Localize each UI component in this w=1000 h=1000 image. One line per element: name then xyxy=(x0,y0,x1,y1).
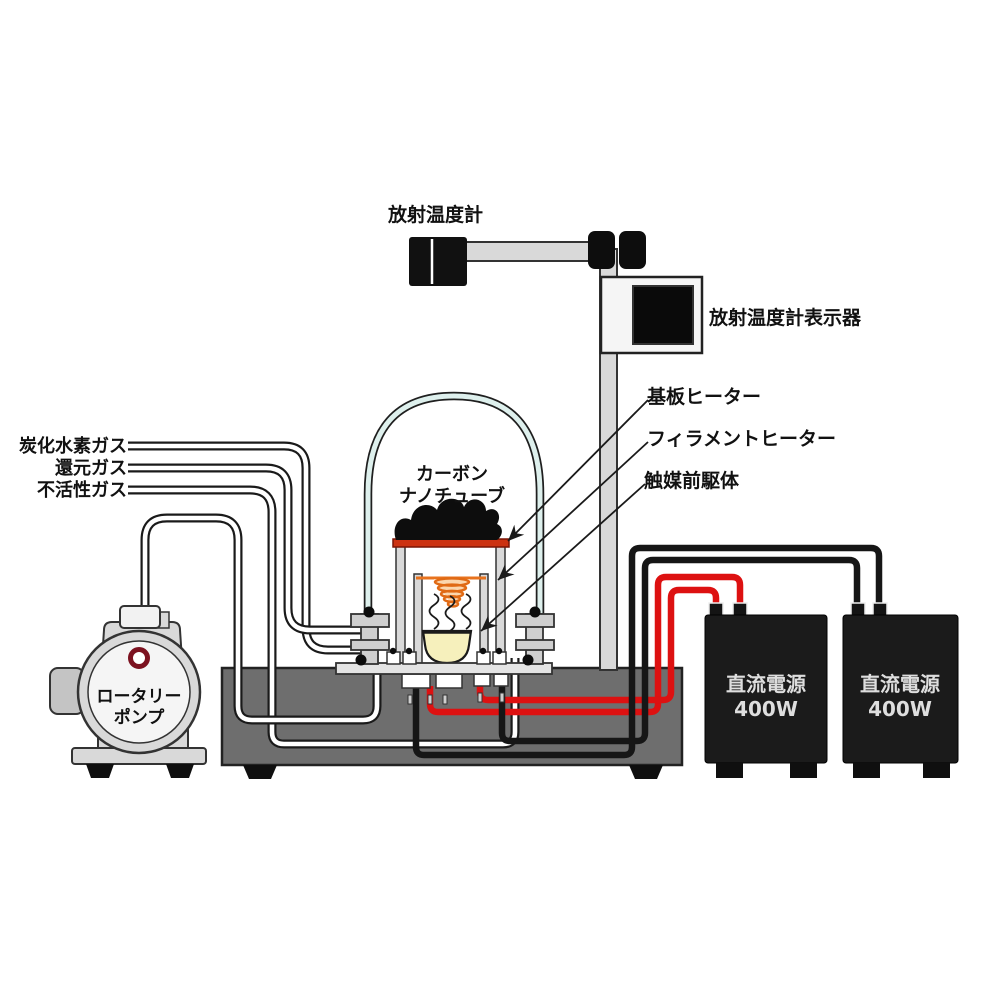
feedthrough-pin xyxy=(427,694,433,705)
power-wiring xyxy=(412,544,883,759)
label-cnt-line2: ナノチューブ xyxy=(399,485,505,507)
o-ring xyxy=(529,606,541,618)
base-plate xyxy=(335,662,553,675)
vapor-line xyxy=(428,593,440,630)
flange-plate xyxy=(350,639,390,651)
pump-drum-face xyxy=(87,640,191,744)
black-wire-inner xyxy=(498,556,861,745)
feedthrough-block xyxy=(473,673,491,687)
label-radiation-thermometer: 放射温度計 xyxy=(387,203,483,226)
label-catalyst-precursor: 触媒前駆体 xyxy=(644,469,740,492)
psu-wattage: 400W xyxy=(868,697,932,721)
display-screen xyxy=(632,285,694,345)
flange-left xyxy=(350,606,390,666)
chamber-base xyxy=(335,647,553,675)
bell-jar xyxy=(363,391,545,615)
feedthrough-pin xyxy=(499,692,505,703)
label-pump-line2: ポンプ xyxy=(114,707,165,728)
pump-oil-sight-glass xyxy=(128,647,150,669)
power-supply-left: 直流電源 400W xyxy=(704,602,828,778)
psu-label: 直流電源 xyxy=(726,672,806,696)
psu-box xyxy=(842,614,959,764)
feedthrough-pin xyxy=(407,694,413,705)
bolt-head xyxy=(495,647,503,655)
psu-label: 直流電源 xyxy=(860,672,940,696)
rotary-pump xyxy=(49,605,207,778)
pipe-reducing-gas-core xyxy=(128,465,364,633)
feedthrough-block xyxy=(401,673,431,689)
pump-foot-left xyxy=(86,764,114,778)
power-supply-right: 直流電源 400W xyxy=(842,602,959,778)
red-wire-inner xyxy=(476,586,720,704)
label-cnt-line1: カーボン xyxy=(416,464,488,485)
feedthrough-pin xyxy=(442,694,448,705)
leader-filament-heater xyxy=(497,441,649,581)
black-wire-outer xyxy=(412,544,883,759)
psu-foot xyxy=(853,763,880,778)
label-hydrocarbon-gas: 炭化水素ガス xyxy=(19,435,127,457)
chamber-internals xyxy=(392,498,510,666)
pipe-hydrocarbon-gas-core xyxy=(128,443,364,653)
arm-clamp-collar xyxy=(588,231,615,269)
pipe-pump-core xyxy=(142,515,380,723)
flange-right xyxy=(515,606,555,666)
cnt-deposit xyxy=(394,498,502,540)
bolt-head xyxy=(389,647,397,655)
stand-arm xyxy=(464,241,593,262)
bolt-head xyxy=(479,647,487,655)
bolt-head xyxy=(405,647,413,655)
bell-jar-glass xyxy=(365,393,543,615)
label-reducing-gas: 還元ガス xyxy=(55,458,127,479)
support-post-right xyxy=(495,544,506,666)
pump-foot-right xyxy=(166,764,194,778)
label-pump-line1: ロータリー xyxy=(97,687,182,707)
leader-substrate-heater xyxy=(507,399,649,542)
support-post-left xyxy=(395,544,406,666)
label-filament-heater: フィラメントヒーター xyxy=(647,428,836,450)
label-inert-gas: 不活性ガス xyxy=(37,479,127,501)
feedthrough-pin xyxy=(477,692,483,703)
pump-fitting xyxy=(119,605,161,629)
flange-plate xyxy=(515,639,555,651)
filament-coil xyxy=(446,600,460,608)
leader-lines xyxy=(480,399,649,632)
vapor-line xyxy=(444,595,456,632)
stage-foot-right xyxy=(629,765,663,779)
feedthrough-block xyxy=(493,673,509,687)
psu-wattage: 400W xyxy=(734,697,798,721)
psu-box xyxy=(704,614,828,764)
red-wire-outer xyxy=(426,573,744,716)
vapor-line xyxy=(460,593,472,630)
radiation-thermometer-camera xyxy=(409,237,467,286)
o-ring xyxy=(355,654,367,666)
diagram-labels: 放射温度計 放射温度計表示器 基板ヒーター フィラメントヒーター 触媒前駆体 カ… xyxy=(19,203,862,728)
psu-foot xyxy=(716,763,743,778)
catalyst-crucible xyxy=(421,629,473,665)
o-ring xyxy=(363,606,375,618)
pole-clamp-collar xyxy=(619,231,646,269)
feedthrough-block xyxy=(435,673,463,689)
label-display-unit: 放射温度計表示器 xyxy=(708,306,862,329)
substrate-heater-plate xyxy=(392,538,510,548)
thermometer-display xyxy=(599,275,704,355)
o-ring xyxy=(522,654,534,666)
psu-foot xyxy=(790,763,817,778)
label-substrate-heater: 基板ヒーター xyxy=(646,385,761,408)
psu-foot xyxy=(923,763,950,778)
inner-post-left xyxy=(413,573,423,665)
stage-foot-left xyxy=(243,765,277,779)
leader-catalyst-precursor xyxy=(480,483,646,632)
